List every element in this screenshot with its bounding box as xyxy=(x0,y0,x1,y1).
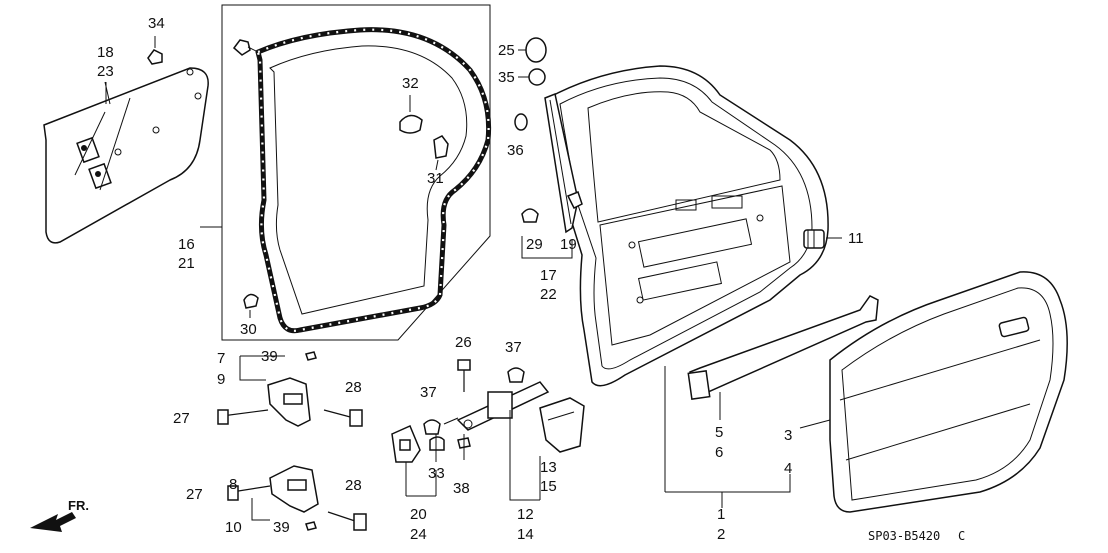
callout-36: 36 xyxy=(507,142,524,159)
bolt-27-upper xyxy=(217,409,269,425)
callout-3: 3 xyxy=(784,427,792,444)
callout-25: 25 xyxy=(498,42,515,59)
callout-18: 18 xyxy=(97,44,114,61)
callout-14: 14 xyxy=(517,526,534,543)
callout-24: 24 xyxy=(410,526,427,543)
plug-36 xyxy=(514,113,528,131)
callout-35: 35 xyxy=(498,69,515,86)
clip-39-upper xyxy=(305,351,317,361)
bracket-20-24 xyxy=(391,425,421,463)
callout-39-upper: 39 xyxy=(261,348,278,365)
clip-29 xyxy=(521,208,539,223)
callout-8: 8 xyxy=(229,476,237,493)
door-panel xyxy=(547,65,829,492)
clip-32 xyxy=(399,95,423,134)
callout-13: 13 xyxy=(540,459,557,476)
callout-31: 31 xyxy=(427,170,444,187)
callout-12: 12 xyxy=(517,506,534,523)
callout-29: 29 xyxy=(526,236,543,253)
callout-9: 9 xyxy=(217,371,225,388)
callout-20: 20 xyxy=(410,506,427,523)
lower-hinge xyxy=(269,465,319,513)
callout-34: 34 xyxy=(148,15,165,32)
callout-16: 16 xyxy=(178,236,195,253)
callout-6: 6 xyxy=(715,444,723,461)
upper-hinge xyxy=(267,377,311,427)
direction-label: FR. xyxy=(68,498,89,513)
callout-27-lower: 27 xyxy=(186,486,203,503)
callout-15: 15 xyxy=(540,478,557,495)
plug-35 xyxy=(528,68,546,86)
front-direction-arrow: FR. xyxy=(30,498,89,532)
impact-beam xyxy=(687,295,879,420)
grommet-11 xyxy=(803,229,842,249)
callout-37-checker: 37 xyxy=(505,339,522,356)
door-weatherstrip xyxy=(255,27,492,334)
callout-labels: 34 18 23 16 21 32 31 30 25 35 36 29 19 1… xyxy=(97,15,864,543)
bolt-28-lower xyxy=(327,511,367,531)
callout-38: 38 xyxy=(453,480,470,497)
callout-23: 23 xyxy=(97,63,114,80)
callout-4: 4 xyxy=(784,460,792,477)
clip-39-lower xyxy=(305,521,317,531)
bolt-26 xyxy=(457,359,471,392)
callout-30: 30 xyxy=(240,321,257,338)
callout-22: 22 xyxy=(540,286,557,303)
weatherstrip-group-frame xyxy=(200,4,491,341)
bolt-37-checker xyxy=(507,367,525,383)
plug-25 xyxy=(525,37,547,63)
callout-28-lower: 28 xyxy=(345,477,362,494)
callout-33: 33 xyxy=(428,465,445,482)
callout-19: 19 xyxy=(560,236,577,253)
callout-21: 21 xyxy=(178,255,195,272)
bolt-37-bracket xyxy=(423,417,459,435)
callout-32: 32 xyxy=(402,75,419,92)
callout-17: 17 xyxy=(540,267,557,284)
bolt-28-upper xyxy=(323,409,363,427)
callout-27-upper: 27 xyxy=(173,410,190,427)
door-checker xyxy=(456,381,550,431)
leader-lines xyxy=(105,82,791,521)
door-hole-seal xyxy=(43,67,209,244)
callout-1: 1 xyxy=(717,506,725,523)
diagram-code: SP03-B5420 xyxy=(868,529,940,543)
callout-39-lower: 39 xyxy=(273,519,290,536)
clip-34 xyxy=(147,36,163,65)
clip-top-left xyxy=(232,39,259,56)
callout-26: 26 xyxy=(455,334,472,351)
diagram-code-suffix: C xyxy=(958,529,965,543)
bracket-13-15 xyxy=(539,397,585,453)
callout-28-upper: 28 xyxy=(345,379,362,396)
callout-5: 5 xyxy=(715,424,723,441)
clip-31 xyxy=(433,135,449,171)
bolt-27-lower xyxy=(227,485,271,501)
run-channel xyxy=(544,92,583,234)
callout-11: 11 xyxy=(848,230,864,247)
door-skin xyxy=(799,271,1068,513)
nut-33 xyxy=(429,436,445,451)
clip-30 xyxy=(243,293,259,318)
callout-7: 7 xyxy=(217,350,225,367)
callout-10: 10 xyxy=(225,519,242,536)
callout-37-bracket: 37 xyxy=(420,384,437,401)
callout-2: 2 xyxy=(717,526,725,543)
